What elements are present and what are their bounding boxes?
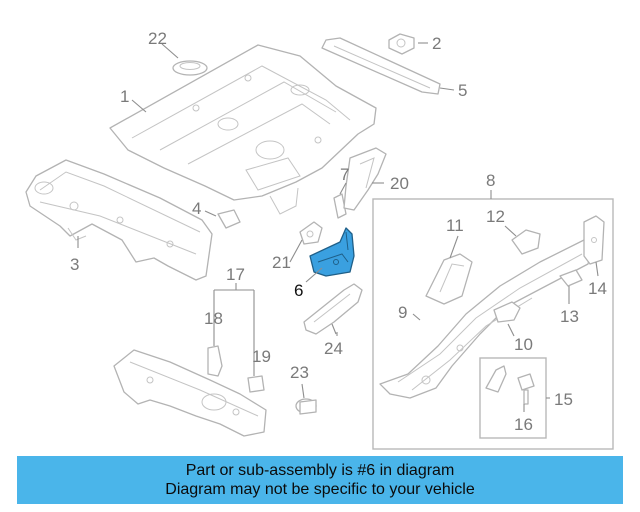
callout-10: 10 xyxy=(514,335,533,354)
callout-4: 4 xyxy=(192,199,201,218)
callout-9: 9 xyxy=(398,303,407,322)
part-23-clip[interactable] xyxy=(295,398,317,415)
callout-20: 20 xyxy=(390,174,409,193)
sub-assembly-box-8 xyxy=(372,198,614,450)
part-7-bracket[interactable] xyxy=(333,193,347,219)
callout-13: 13 xyxy=(560,307,579,326)
part-3-rear-panel[interactable] xyxy=(25,159,213,281)
callout-24: 24 xyxy=(324,339,343,358)
part-22-plug[interactable] xyxy=(172,60,208,76)
banner-line-2: Diagram may not be specific to your vehi… xyxy=(165,481,475,498)
part-17-crossmember-assembly[interactable] xyxy=(113,349,267,437)
part-15-gusset[interactable] xyxy=(485,365,507,393)
callout-17: 17 xyxy=(226,265,245,284)
callout-19: 19 xyxy=(252,347,271,366)
part-5-crossmember[interactable] xyxy=(321,37,441,95)
part-14-plate[interactable] xyxy=(583,215,605,265)
part-16-bolt[interactable] xyxy=(517,373,535,405)
part-12-bracket[interactable] xyxy=(511,229,541,255)
part-18-bracket[interactable] xyxy=(207,345,223,377)
callout-21: 21 xyxy=(272,253,291,272)
callout-6-highlighted: 6 xyxy=(294,281,303,300)
sub-assembly-box-15 xyxy=(479,357,547,439)
callout-14: 14 xyxy=(588,279,607,298)
part-1-rear-floor-pan[interactable] xyxy=(109,44,377,215)
callout-18: 18 xyxy=(204,309,223,328)
callout-15: 15 xyxy=(554,390,573,409)
part-24-rail-extension[interactable] xyxy=(303,283,363,335)
part-10-bracket[interactable] xyxy=(493,301,521,323)
callout-11: 11 xyxy=(446,216,464,235)
info-banner: Part or sub-assembly is #6 in diagram Di… xyxy=(17,456,623,504)
callout-2: 2 xyxy=(432,34,441,53)
part-2-nut[interactable] xyxy=(388,33,415,55)
part-21-bolt[interactable] xyxy=(299,221,323,245)
callout-labels: 22 1 2 5 3 4 7 20 21 6 24 8 11 12 14 13 … xyxy=(70,29,607,434)
part-19-bracket[interactable] xyxy=(247,375,265,393)
part-6-highlighted-bracket[interactable] xyxy=(309,227,355,277)
part-20-extension[interactable] xyxy=(343,147,387,211)
leader-lines xyxy=(77,42,599,412)
callout-7: 7 xyxy=(340,165,349,184)
callout-22: 22 xyxy=(148,29,167,48)
callout-8: 8 xyxy=(486,171,495,190)
callout-3: 3 xyxy=(70,255,79,274)
banner-line-1: Part or sub-assembly is #6 in diagram xyxy=(185,462,455,479)
callout-23: 23 xyxy=(290,363,309,382)
part-13-bracket[interactable] xyxy=(559,269,583,287)
part-11-reinforcement[interactable] xyxy=(425,253,473,305)
callout-5: 5 xyxy=(458,81,467,100)
part-4-bracket[interactable] xyxy=(217,209,241,229)
callout-16: 16 xyxy=(514,415,533,434)
callout-12: 12 xyxy=(486,207,505,226)
callout-1: 1 xyxy=(120,87,129,106)
